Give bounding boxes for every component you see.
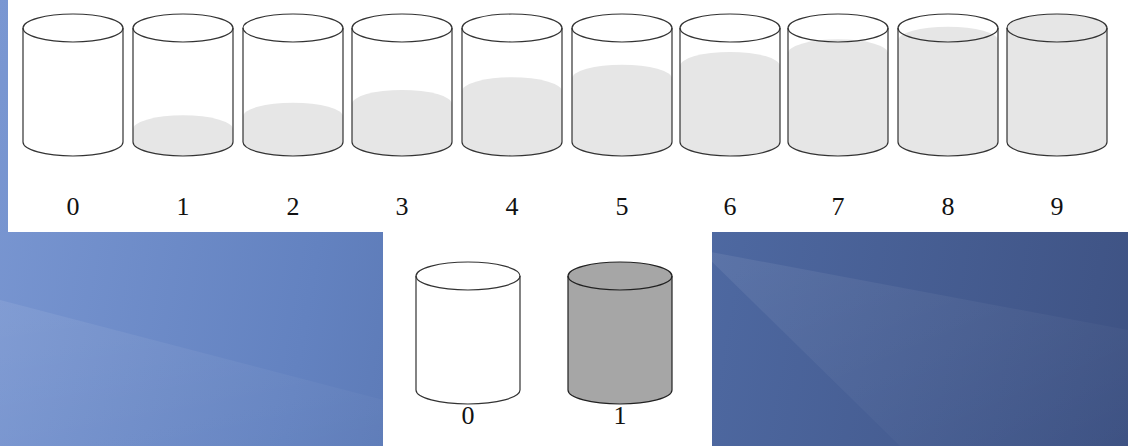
callout-number: 1 bbox=[614, 403, 627, 429]
callout-number: 8 bbox=[942, 194, 955, 220]
cylinders bbox=[23, 14, 1107, 404]
callout-number: 0 bbox=[462, 403, 475, 429]
top-panel bbox=[8, 0, 1128, 232]
background-streak bbox=[700, 250, 1128, 446]
callout-number: 5 bbox=[616, 194, 629, 220]
callout-number: 9 bbox=[1051, 194, 1064, 220]
callout-number: 1 bbox=[177, 194, 190, 220]
callout-number: 3 bbox=[396, 194, 409, 220]
bottom-panel bbox=[383, 232, 712, 446]
callout-number: 6 bbox=[724, 194, 737, 220]
callout-number: 4 bbox=[506, 194, 519, 220]
callout-number: 0 bbox=[67, 194, 80, 220]
callout-number: 7 bbox=[832, 194, 845, 220]
callout-number: 2 bbox=[287, 194, 300, 220]
